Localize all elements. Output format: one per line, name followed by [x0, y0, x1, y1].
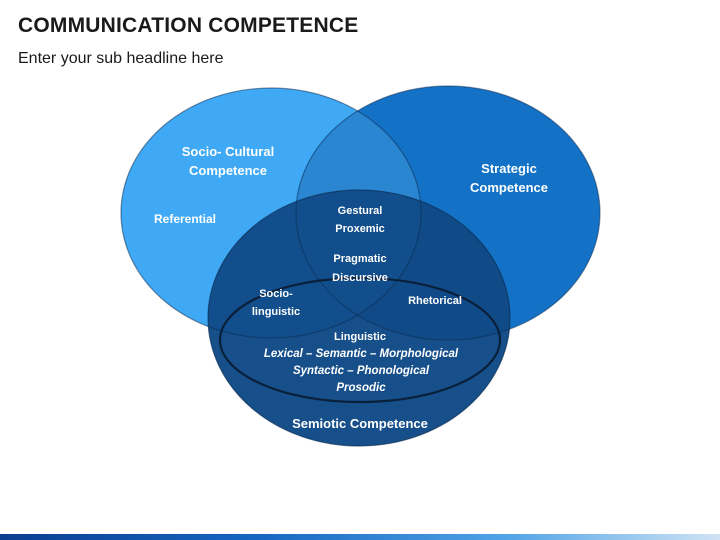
strategic-label-2: Competence: [470, 180, 548, 195]
sociolinguistic-label-2: linguistic: [252, 306, 300, 318]
linguistic-line-3: Prosodic: [336, 382, 386, 394]
proxemic-label: Proxemic: [335, 223, 385, 235]
linguistic-title: Linguistic: [334, 331, 386, 343]
discursive-label: Discursive: [332, 272, 388, 284]
referential-label: Referential: [154, 212, 216, 226]
linguistic-line-1: Lexical – Semantic – Morphological: [264, 348, 459, 360]
linguistic-line-2: Syntactic – Phonological: [293, 365, 430, 377]
bottom-accent-bar: [0, 534, 720, 540]
linguistic-ellipse: [218, 276, 502, 404]
sociolinguistic-label-1: Socio-: [259, 288, 293, 300]
page-title: COMMUNICATION COMPETENCE: [18, 14, 359, 37]
page-subtitle: Enter your sub headline here: [18, 50, 224, 67]
strategic-label-1: Strategic: [481, 161, 537, 176]
socio-cultural-label-2: Competence: [189, 163, 267, 178]
rhetorical-label: Rhetorical: [408, 295, 462, 307]
pragmatic-label: Pragmatic: [333, 253, 386, 265]
center-overlap: [208, 190, 510, 446]
semiotic-label: Semiotic Competence: [292, 416, 428, 431]
socio-cultural-label-1: Socio- Cultural: [182, 144, 274, 159]
gestural-label: Gestural: [338, 205, 383, 217]
